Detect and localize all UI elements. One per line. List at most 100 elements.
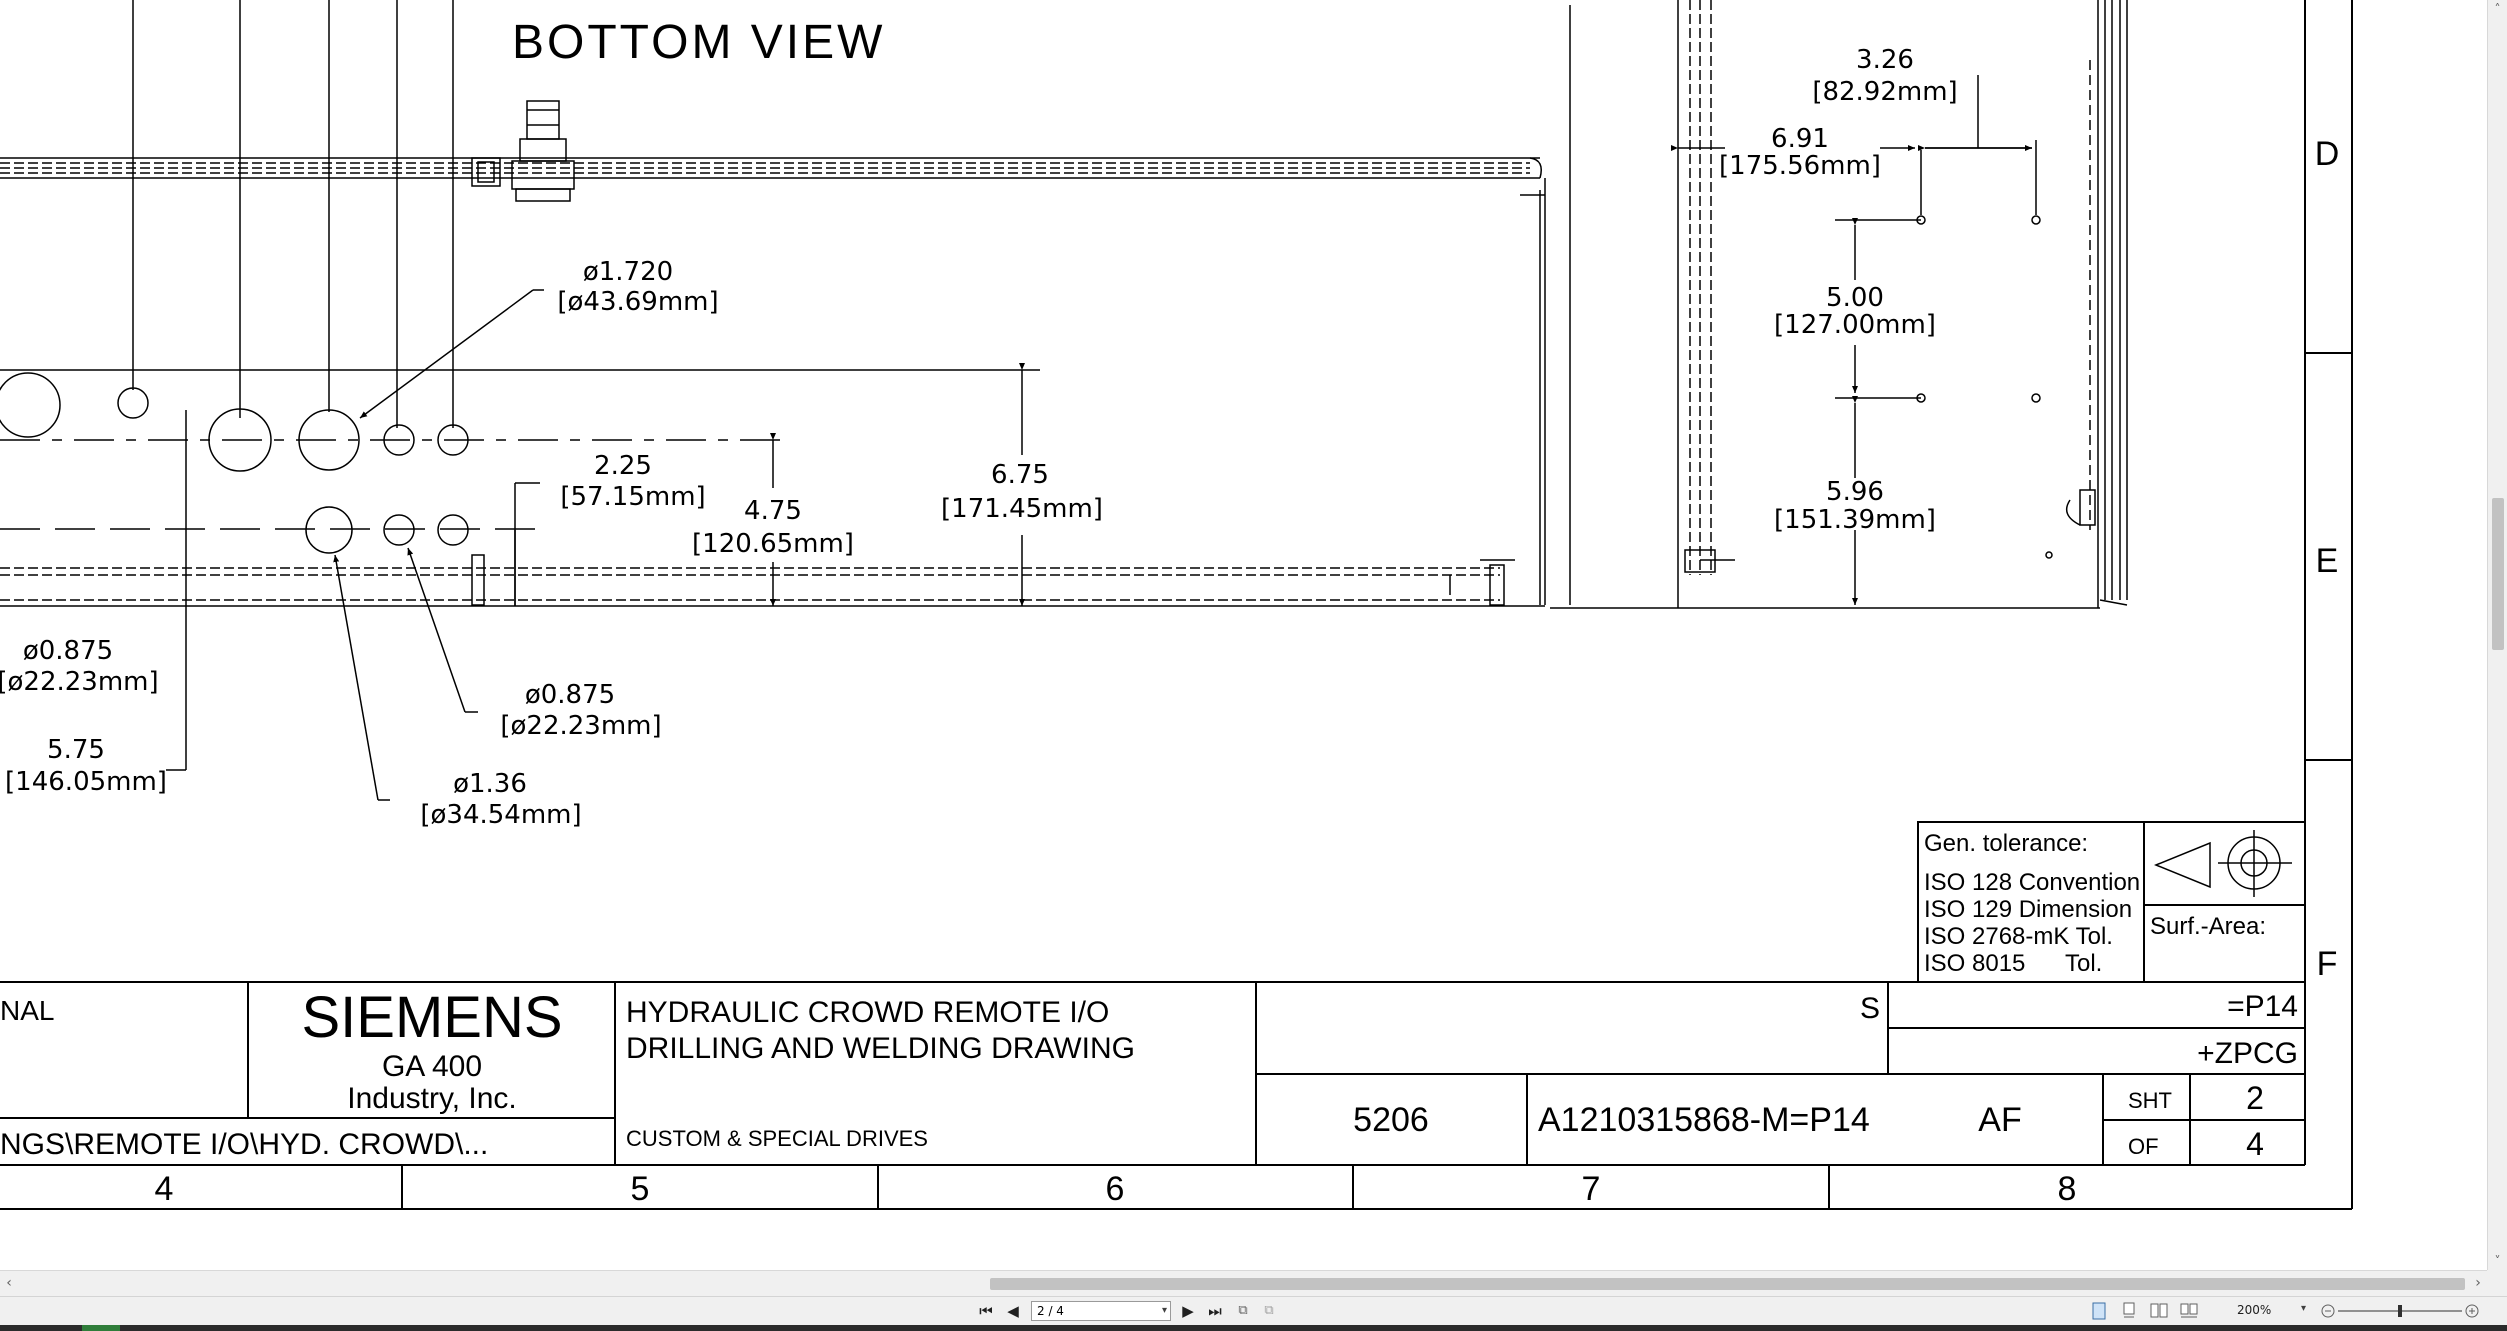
side-view [1550,0,2128,609]
dim-596-in: 5.96 [1826,477,1884,507]
dim-475-mm: [120.65mm] [692,529,854,559]
vertical-scrollbar[interactable]: ˄ ˅ [2487,0,2507,1270]
column-label-8: 8 [2058,1170,2077,1208]
dim-475-in: 4.75 [744,496,802,526]
top-rail [0,157,1546,605]
dim-675-mm: [171.45mm] [941,494,1103,524]
zoom-dropdown-icon[interactable]: ▾ [2301,1303,2307,1314]
upper-hole-row [0,369,1040,472]
dimension-texts: ø1.720 [ø43.69mm] ø0.875 [ø22.23mm] 5.75… [0,45,1958,830]
dim-225-in: 2.25 [594,451,652,481]
sheet-label: SHT [2128,1088,2172,1113]
leader-lines-top [132,0,1571,605]
column-label-6: 6 [1106,1170,1125,1208]
zoom-out-icon [2321,1304,2335,1318]
two-page-continuous-icon[interactable] [2180,1302,2198,1320]
dimension-leaders [166,289,1025,801]
dim-326-mm: [82.92mm] [1812,77,1957,107]
first-page-icon[interactable]: ⏮ [979,1302,993,1320]
continuous-view-icon[interactable] [2120,1302,2138,1320]
reference-1: =P14 [2227,990,2298,1023]
s-label: S [1860,992,1880,1025]
scrollbar-corner [2487,1270,2507,1296]
vertical-scroll-thumb[interactable] [2492,498,2504,650]
of-label: OF [2128,1134,2159,1159]
paste-page-icon[interactable]: ⧉ [1264,1303,1274,1318]
company-line-1: GA 400 [382,1050,482,1083]
taskbar-active-indicator [82,1325,120,1331]
zoom-slider-thumb [2398,1305,2402,1317]
bottom-rail [0,554,1545,607]
dim-675-in: 6.75 [991,460,1049,490]
dim-500-in: 5.00 [1826,283,1884,313]
zone-d-label: D [2315,135,2340,173]
cad-drawing: BOTTOM VIEW ø1.720 [ø43.69mm] ø0.875 [ø2… [0,0,2353,1210]
taskbar-strip [0,1325,2507,1331]
drawing-viewport[interactable]: BOTTOM VIEW ø1.720 [ø43.69mm] ø0.875 [ø2… [0,0,2487,1270]
scroll-right-arrow-icon[interactable]: › [2475,1275,2481,1291]
department-label: CUSTOM & SPECIAL DRIVES [626,1126,928,1151]
page-dropdown-icon[interactable]: ▾ [1161,1305,1167,1316]
dim-hole-1720-mm: [ø43.69mm] [557,287,718,317]
copy-page-icon[interactable]: ⧉ [1238,1303,1248,1318]
dim-691-in: 6.91 [1771,124,1829,154]
tolerance-line-3: ISO 2768-mK Tol. [1924,923,2113,950]
column-label-7: 7 [1582,1170,1601,1208]
reference-2: +ZPCG [2197,1037,2298,1070]
hydraulic-fitting [471,100,575,202]
single-page-view-icon[interactable] [2090,1302,2108,1320]
drawing-title-line-1: HYDRAULIC CROWD REMOTE I/O [626,996,1109,1029]
file-path-fragment: NGS\REMOTE I/O\HYD. CROWD\... [0,1128,488,1161]
scroll-left-arrow-icon[interactable]: ‹ [6,1275,12,1291]
dim-hole-0875-left-in: ø0.875 [23,636,113,666]
nal-fragment: NAL [0,995,54,1026]
zoom-in-icon [2465,1304,2479,1318]
side-view-holes [1671,75,2053,605]
status-bar: ⏮ ◀ 2 / 4 ▾ ▶ ⏭ ⧉ ⧉ 200% ▾ [0,1296,2507,1325]
scroll-down-arrow-icon[interactable]: ˅ [2494,1254,2501,1268]
surf-area-label: Surf.-Area: [2150,913,2266,940]
zoom-level: 200% [2237,1303,2272,1317]
sheet-value: 2 [2246,1080,2264,1116]
dim-575-in: 5.75 [47,735,105,765]
tolerance-title: Gen. tolerance: [1924,830,2088,857]
dim-hole-1720-in: ø1.720 [583,257,673,287]
dim-575-mm: [146.05mm] [5,767,167,797]
next-page-icon[interactable]: ▶ [1182,1302,1194,1320]
horizontal-scroll-thumb[interactable] [990,1278,2465,1290]
scroll-up-arrow-icon[interactable]: ˄ [2494,2,2501,16]
lower-hole-row [0,482,540,606]
view-labels: BOTTOM VIEW [512,16,885,69]
previous-page-icon[interactable]: ◀ [1007,1302,1019,1320]
job-number: 5206 [1353,1101,1429,1139]
tolerance-line-2: ISO 129 Dimension [1924,896,2132,923]
dim-hole-0875-left-mm: [ø22.23mm] [0,667,159,697]
zone-labels: D E F [2315,135,2340,983]
column-label-4: 4 [155,1170,174,1208]
dim-hole-136-in: ø1.36 [453,769,527,799]
dim-596-mm: [151.39mm] [1774,505,1936,535]
company-line-2: Industry, Inc. [347,1082,517,1115]
tolerance-line-4: ISO 8015 Tol. [1924,950,2102,977]
dim-326-in: 3.26 [1856,45,1914,75]
zoom-slider[interactable] [2320,1301,2480,1321]
drawing-number: A1210315868-M=P14 [1538,1101,1870,1139]
tolerance-block: Gen. tolerance: ISO 128 Convention ISO 1… [1917,821,2306,983]
zone-f-label: F [2317,945,2338,983]
page-number-field[interactable]: 2 / 4 ▾ [1031,1301,1171,1321]
tolerance-line-1: ISO 128 Convention [1924,869,2140,896]
dim-hole-0875-mm: [ø22.23mm] [500,711,661,741]
two-page-view-icon[interactable] [2150,1302,2168,1320]
revision: AF [1978,1101,2021,1139]
drawing-title-line-2: DRILLING AND WELDING DRAWING [626,1032,1135,1065]
zone-e-label: E [2316,542,2339,580]
dim-691-mm: [175.56mm] [1719,151,1881,181]
horizontal-scrollbar[interactable]: ‹ › [0,1270,2487,1296]
dim-hole-0875-in: ø0.875 [525,680,615,710]
dim-500-mm: [127.00mm] [1774,310,1936,340]
column-label-5: 5 [631,1170,650,1208]
title-block: NAL SIEMENS GA 400 Industry, Inc. NGS\RE… [0,981,2305,1209]
company-logo: SIEMENS [301,985,562,1050]
last-page-icon[interactable]: ⏭ [1208,1302,1222,1320]
view-title: BOTTOM VIEW [512,16,885,69]
